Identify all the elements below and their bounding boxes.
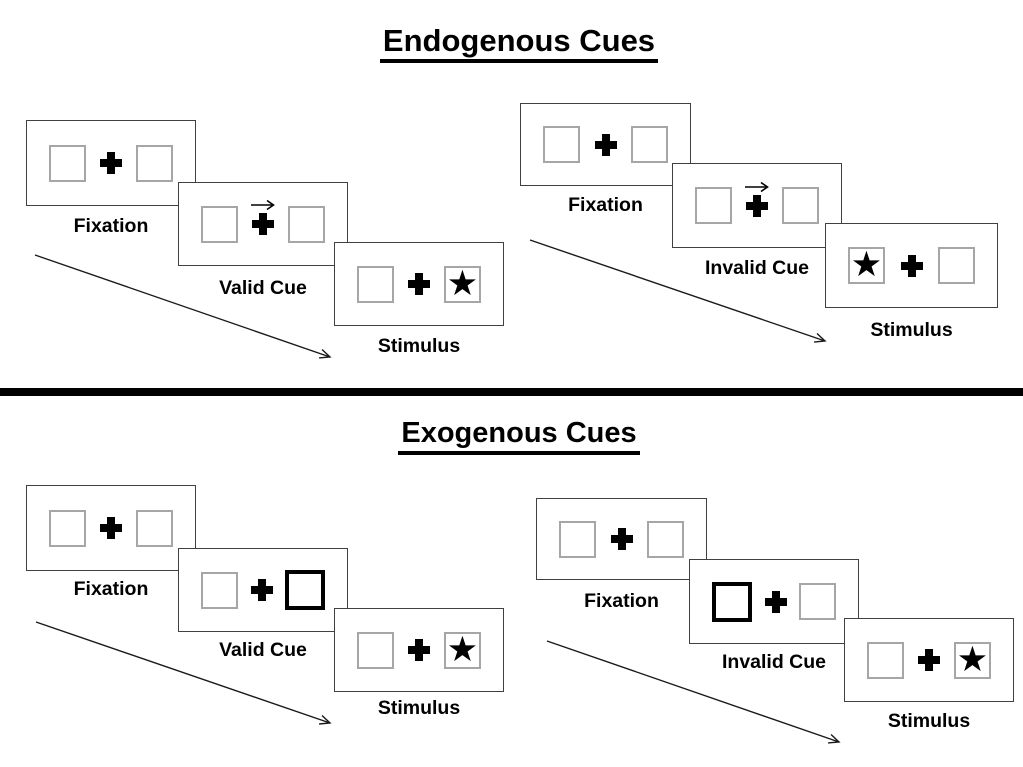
fixation-cross-icon (746, 194, 768, 217)
right-placeholder-box: ★ (954, 639, 991, 679)
step-label: Fixation (73, 215, 149, 237)
valid-cue-panel (178, 182, 348, 266)
right-placeholder-box (288, 205, 325, 243)
left-placeholder-box (867, 641, 904, 679)
timeline-arrow-icon (529, 239, 827, 343)
stimulus-panel: ★ (334, 242, 504, 326)
invalid-cue-panel (672, 163, 842, 248)
valid-cue-panel (178, 548, 348, 632)
right-placeholder-box (631, 126, 668, 163)
fixation-center (100, 152, 122, 174)
target-star-icon: ★ (956, 639, 989, 679)
fixation-center (250, 579, 273, 601)
fixation-center (764, 590, 787, 613)
step-label: Invalid Cue (721, 651, 827, 673)
step-label: Valid Cue (219, 639, 307, 661)
left-placeholder-box (357, 631, 394, 669)
fixation-panel (520, 103, 691, 186)
fixation-center (251, 199, 275, 235)
fixation-center (100, 517, 122, 539)
cue-arrow-right-icon (745, 181, 769, 192)
stimulus-panel: ★ (844, 618, 1014, 702)
left-placeholder-box: ★ (848, 247, 885, 284)
fixation-center (408, 273, 430, 295)
target-star-icon: ★ (850, 245, 883, 284)
left-placeholder-box (559, 520, 596, 558)
target-star-icon: ★ (446, 629, 479, 669)
left-placeholder-box (357, 265, 394, 303)
fixation-center (745, 181, 769, 217)
fixation-cross-icon (252, 213, 274, 235)
section-title-endogenous: Endogenous Cues (0, 23, 1023, 64)
step-label: Stimulus (377, 697, 461, 719)
right-placeholder-box: ★ (444, 263, 481, 303)
step-label: Stimulus (870, 319, 953, 341)
fixation-cross-icon (100, 152, 122, 174)
timeline-arrow-icon (34, 254, 332, 359)
step-label: Fixation (73, 578, 149, 600)
fixation-panel (26, 485, 196, 571)
right-placeholder-box (136, 509, 173, 547)
step-label: Stimulus (887, 710, 971, 732)
left-placeholder-box (49, 144, 86, 182)
right-placeholder-box (285, 570, 325, 610)
step-label: Stimulus (377, 335, 461, 357)
fixation-cross-icon (408, 639, 430, 661)
fixation-cross-icon (610, 528, 633, 550)
fixation-cross-icon (900, 254, 923, 277)
left-placeholder-box (201, 571, 238, 609)
fixation-center (900, 254, 923, 277)
cue-arrow-right-icon (251, 199, 275, 211)
left-placeholder-box (712, 581, 752, 622)
fixation-center (918, 649, 940, 671)
step-label: Fixation (568, 194, 643, 216)
fixation-cross-icon (594, 133, 617, 156)
stimulus-panel: ★ (825, 223, 998, 308)
section-title-exogenous: Exogenous Cues (0, 417, 1023, 455)
fixation-center (594, 133, 617, 156)
fixation-cross-icon (918, 649, 940, 671)
left-placeholder-box (695, 187, 732, 224)
section-divider (0, 388, 1023, 396)
fixation-cross-icon (764, 590, 787, 613)
stimulus-panel: ★ (334, 608, 504, 692)
right-placeholder-box (782, 187, 819, 224)
invalid-cue-panel (689, 559, 859, 644)
fixation-panel (26, 120, 196, 206)
right-placeholder-box (136, 144, 173, 182)
target-star-icon: ★ (446, 263, 479, 303)
right-placeholder-box (938, 247, 975, 284)
fixation-cross-icon (100, 517, 122, 539)
fixation-center (408, 639, 430, 661)
fixation-cross-icon (408, 273, 430, 295)
fixation-panel (536, 498, 707, 580)
timeline-arrow-icon (35, 621, 332, 725)
right-placeholder-box: ★ (444, 629, 481, 669)
right-placeholder-box (799, 583, 836, 620)
step-label: Valid Cue (219, 277, 307, 299)
step-label: Fixation (584, 590, 659, 612)
left-placeholder-box (49, 509, 86, 547)
section-title-text: Endogenous Cues (379, 23, 659, 64)
left-placeholder-box (543, 126, 580, 163)
section-title-text: Exogenous Cues (398, 417, 640, 455)
step-label: Invalid Cue (704, 257, 810, 279)
right-placeholder-box (647, 520, 684, 558)
fixation-center (610, 528, 633, 550)
fixation-cross-icon (250, 579, 273, 601)
left-placeholder-box (201, 205, 238, 243)
